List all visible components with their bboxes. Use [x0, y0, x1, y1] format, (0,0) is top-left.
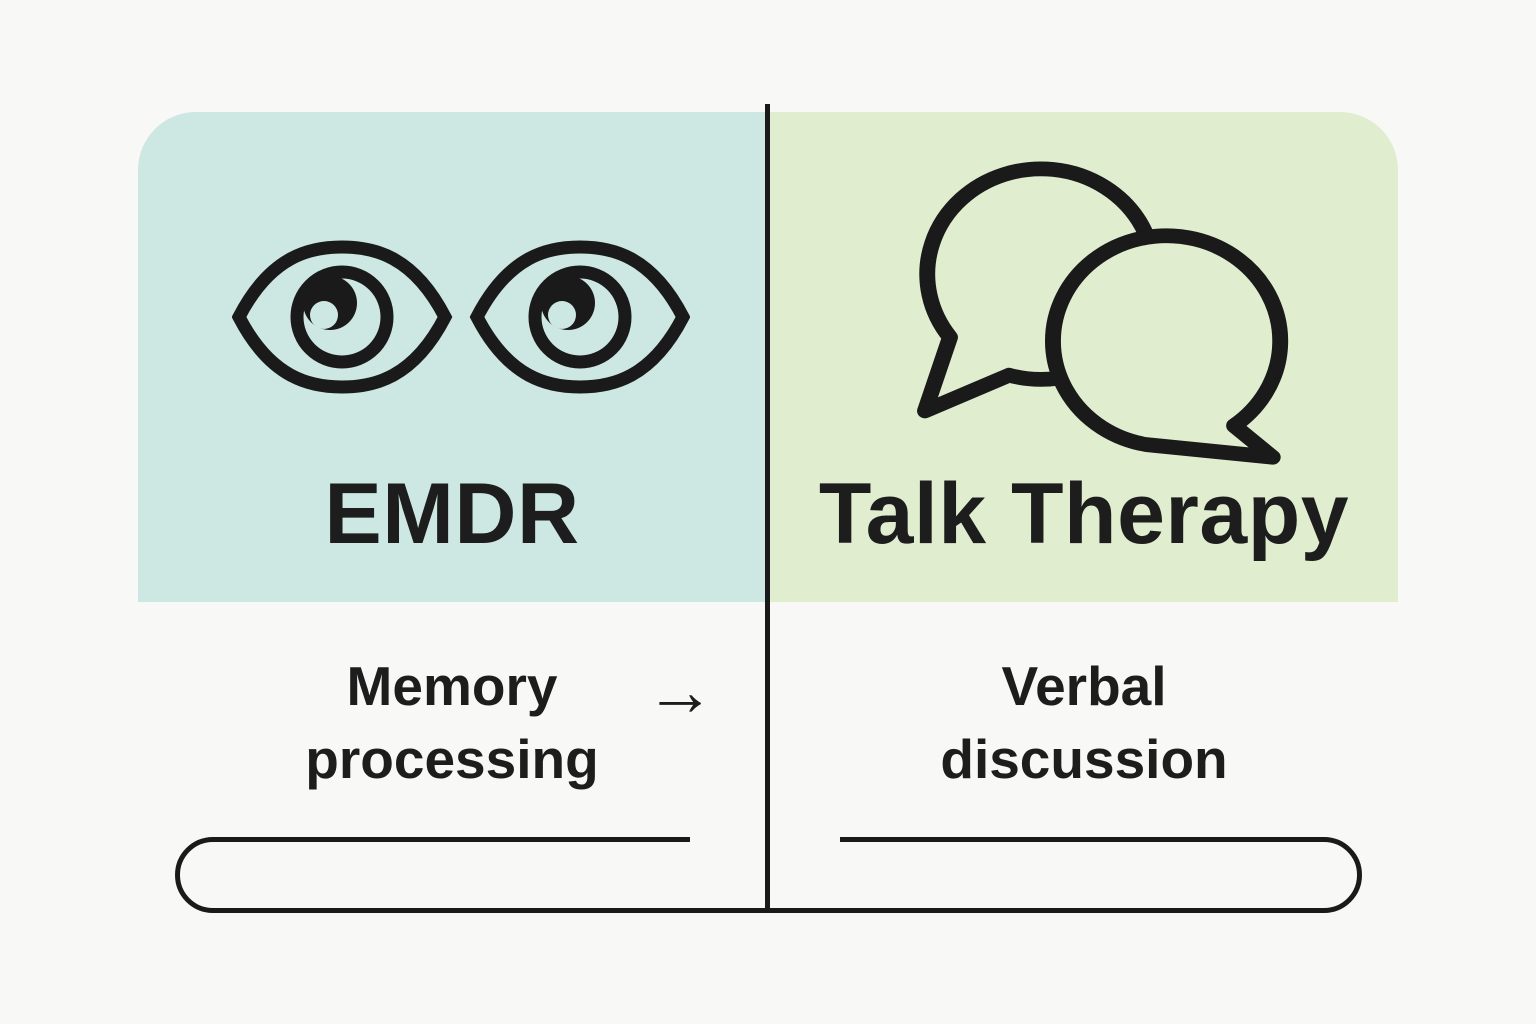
eyes-icon — [232, 240, 690, 394]
eye-iris — [290, 265, 394, 369]
eye-glint — [310, 301, 338, 329]
eye-icon-right — [469, 240, 690, 394]
emdr-label-line-2: processing — [305, 728, 599, 790]
eye-iris — [528, 265, 632, 369]
vertical-divider-line — [765, 104, 770, 913]
emdr-label: Memory processing — [138, 650, 766, 796]
emdr-label-line-1: Memory — [346, 655, 558, 717]
speech-bubble-front — [1045, 228, 1289, 465]
talk-therapy-label: Verbal discussion — [770, 650, 1398, 796]
talk-therapy-label-line-2: discussion — [940, 728, 1228, 790]
eye-icon-left — [232, 240, 453, 394]
talk-therapy-title: Talk Therapy — [818, 466, 1350, 562]
eye-outline — [232, 240, 453, 394]
right-arrow-glyph: → — [645, 652, 715, 730]
talk-therapy-label-line-1: Verbal — [1001, 655, 1167, 717]
speech-bubbles-icon — [917, 161, 1289, 465]
eye-glint — [548, 301, 576, 329]
emdr-title: EMDR — [324, 466, 580, 562]
eye-outline — [469, 240, 690, 394]
